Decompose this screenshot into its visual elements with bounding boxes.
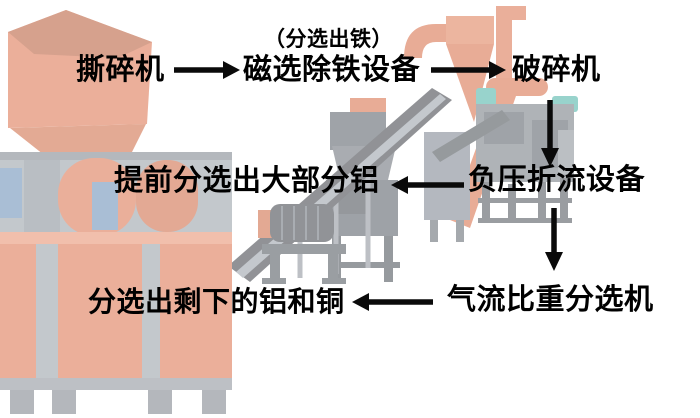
label-shredder: 撕碎机 <box>76 54 165 86</box>
arrow-shredder-to-magnetic-separator <box>174 61 240 79</box>
double-shaft-shredder <box>0 10 232 414</box>
label-negative-pressure-baffle: 负压折流设备 <box>468 164 646 196</box>
note-iron-sorted-out: （分选出铁） <box>264 28 393 51</box>
arrow-magnetic-separator-to-crusher <box>431 61 506 79</box>
arrow-airflow-gravity-separator-to-remaining-aluminum-copper <box>352 293 433 311</box>
arrow-negative-pressure-baffle-to-airflow-gravity-separator <box>545 208 563 271</box>
label-pre-sorted-aluminum: 提前分选出大部分铝 <box>114 165 380 197</box>
cyclone-separator-cluster <box>404 6 578 242</box>
label-magnetic-separator: 磁选除铁设备 <box>243 54 421 86</box>
arrow-crusher-to-negative-pressure-baffle <box>541 100 559 167</box>
inclined-conveyor <box>228 88 452 284</box>
arrow-negative-pressure-baffle-to-pre-sorted-aluminum <box>391 176 464 194</box>
label-remaining-aluminum-copper: 分选出剩下的铝和铜 <box>88 286 345 317</box>
label-airflow-gravity-separator: 气流比重分选机 <box>447 284 654 316</box>
label-crusher: 破碎机 <box>512 54 601 86</box>
